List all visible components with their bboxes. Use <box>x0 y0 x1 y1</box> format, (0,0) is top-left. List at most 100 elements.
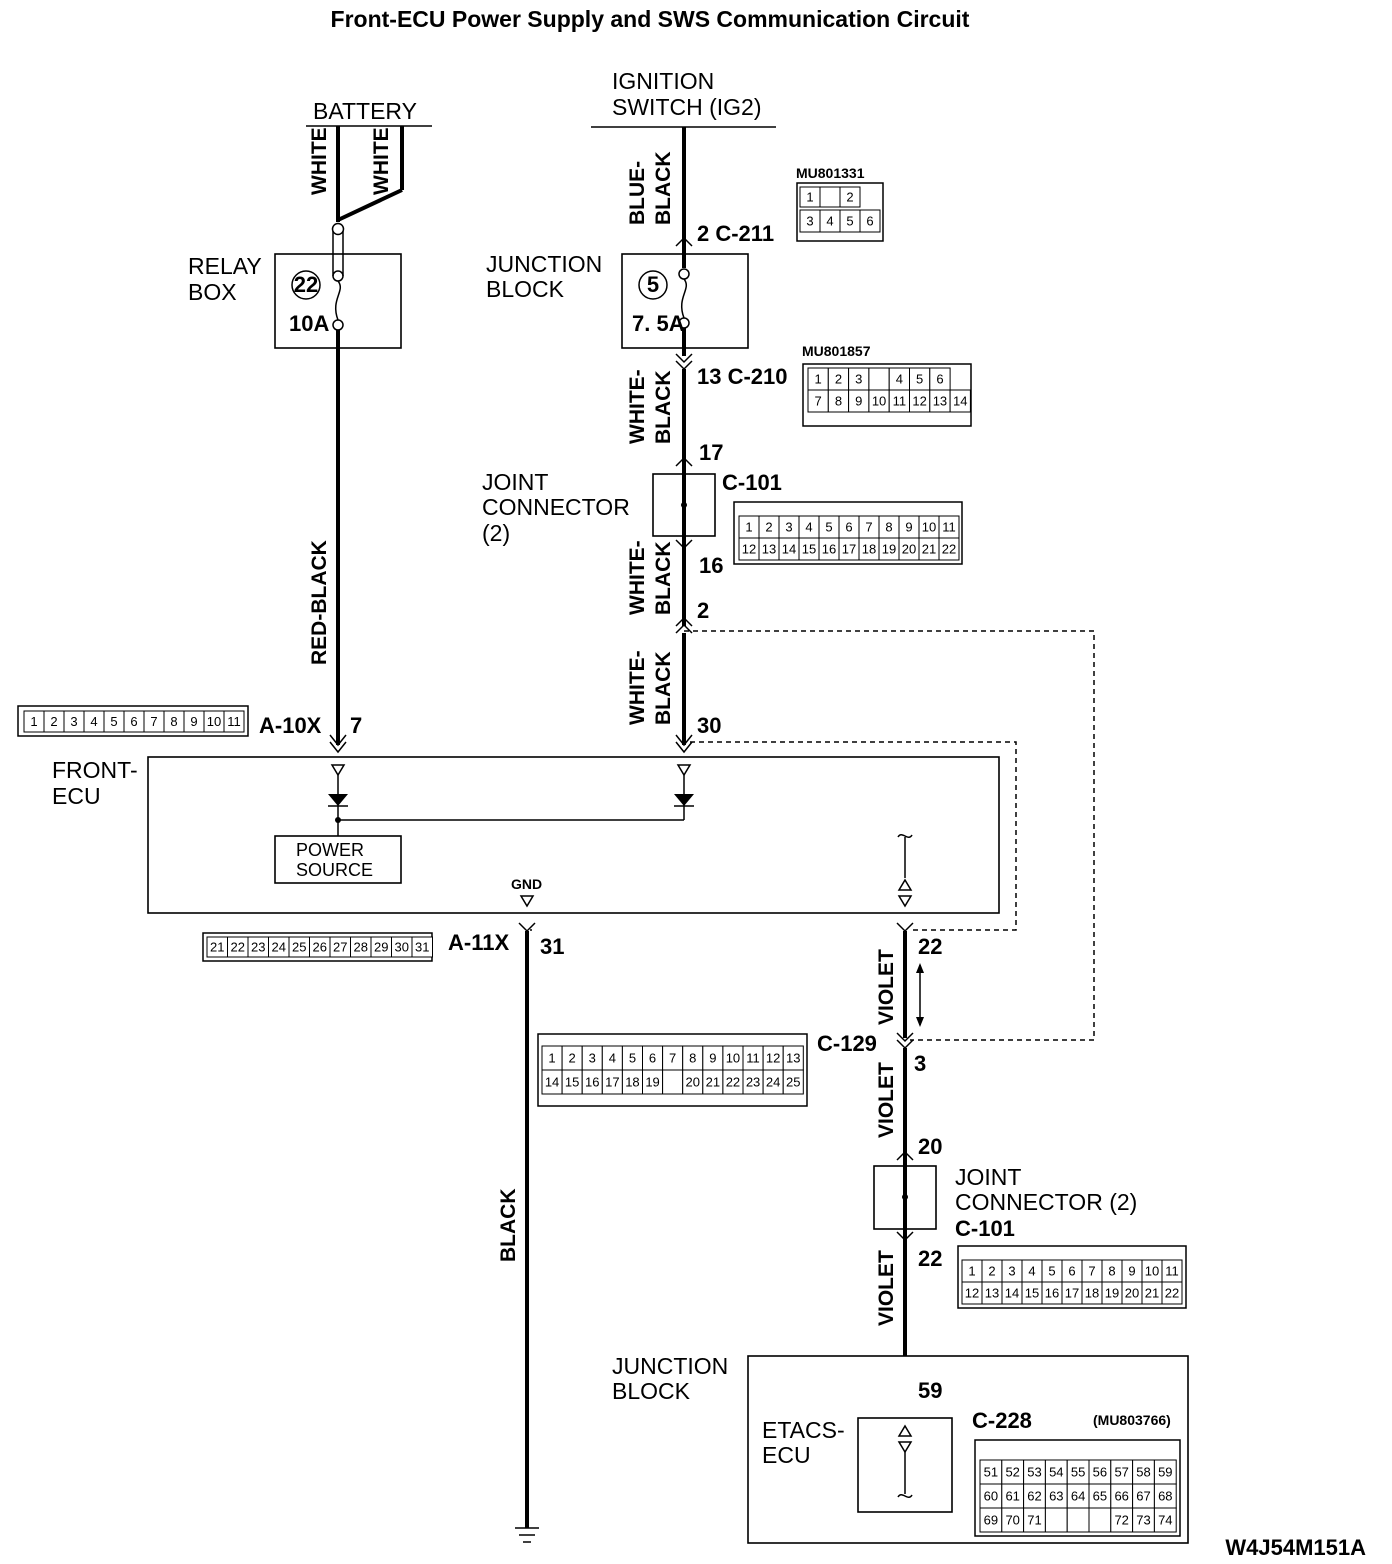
connector-pin-number: 19 <box>882 542 896 557</box>
junction-block-label-2: BLOCK <box>486 276 565 302</box>
connector-pin-number: 70 <box>1005 1513 1019 1528</box>
connector-pin-number: 16 <box>1045 1286 1059 1301</box>
svg-text:MU801857: MU801857 <box>802 343 871 359</box>
connector-pin-number: 2 <box>765 520 772 535</box>
pin-31: 31 <box>540 934 564 959</box>
connector-pin-number: 28 <box>354 940 368 955</box>
etacs-label-1: ETACS- <box>762 1417 845 1443</box>
connector-pin-number: 9 <box>709 1051 716 1066</box>
connector-pin-number: 6 <box>845 520 852 535</box>
red-black-label: RED-BLACK <box>308 540 331 665</box>
junction-fuse-badge <box>638 270 668 300</box>
connector-pin-number: 5 <box>110 714 117 729</box>
connector-pin-number: 64 <box>1071 1489 1085 1504</box>
connector-pin-number: 6 <box>866 214 873 229</box>
connector-pin-number: 22 <box>726 1075 740 1090</box>
gnd-triangle-icon <box>519 895 535 908</box>
junction-fuse-rating: 7. 5A <box>632 311 685 336</box>
connector-pin-number: 7 <box>150 714 157 729</box>
connector-cell <box>1153 1507 1177 1533</box>
connector-pin-number: 6 <box>1068 1264 1075 1279</box>
connector-pin-number: 25 <box>786 1075 800 1090</box>
junction-block-label-1: JUNCTION <box>486 251 602 277</box>
connector-pin-number: 67 <box>1136 1489 1150 1504</box>
front-ecu-box <box>147 756 1000 914</box>
connector-pin-number: 4 <box>805 520 812 535</box>
connector-pin-number: 21 <box>1145 1286 1159 1301</box>
connector-pin-number: 17 <box>842 542 856 557</box>
connector-pin-number: 10 <box>1145 1264 1159 1279</box>
wb2-label-2: BLACK <box>652 542 675 616</box>
pin-7: 7 <box>350 713 362 738</box>
joint-connector-top-1: JOINT <box>482 469 548 495</box>
connector-pin-number: 5 <box>629 1051 636 1066</box>
shield-dash-outer <box>684 630 1095 1041</box>
connector-cell <box>938 537 960 561</box>
front-ecu-label-2: ECU <box>52 783 101 809</box>
connector-pin-number: 3 <box>785 520 792 535</box>
connector-pin-number: 16 <box>822 542 836 557</box>
connector-pin-number: 21 <box>922 542 936 557</box>
connector-pin-number: 4 <box>896 372 903 387</box>
connector-pin-number: 1 <box>30 714 37 729</box>
comm-break-icon <box>897 833 913 839</box>
front-ecu-label-1: FRONT- <box>52 757 138 783</box>
junction-block-bot-2: BLOCK <box>612 1378 691 1404</box>
fuse-terminal-icon <box>331 222 345 236</box>
connector-pin-number: 16 <box>585 1075 599 1090</box>
battery-label: BATTERY <box>313 98 417 124</box>
connector-pin-number: 27 <box>333 940 347 955</box>
c101-bot-label: C-101 <box>955 1216 1015 1241</box>
connector-pin-number: 24 <box>272 940 286 955</box>
connector-pin-number: 30 <box>395 940 409 955</box>
connector-pin-number: 6 <box>649 1051 656 1066</box>
bidirectional-icon <box>897 878 913 891</box>
a10x-label: A-10X <box>259 713 322 738</box>
connector-pin-number: 20 <box>1125 1286 1139 1301</box>
connector-pin-number: 8 <box>885 520 892 535</box>
connector-cell <box>782 1069 804 1095</box>
connector-pin-number: 7 <box>865 520 872 535</box>
connector-pin-number: 9 <box>905 520 912 535</box>
power-source-label-2: SOURCE <box>296 860 373 880</box>
connector-pin-number: 11 <box>942 520 956 535</box>
connector-pin-number: 24 <box>766 1075 780 1090</box>
connector-pin-number: 1 <box>968 1264 975 1279</box>
connector-pin-number: 60 <box>984 1489 998 1504</box>
connector-pin-number: 15 <box>1025 1286 1039 1301</box>
diode-icon <box>328 794 348 806</box>
connector-pin-number: 4 <box>826 214 833 229</box>
connector-pin-number: 10 <box>872 394 886 409</box>
connector-pin-number: 14 <box>782 542 796 557</box>
connector-pin-number: 55 <box>1071 1465 1085 1480</box>
connector-pin-number: 18 <box>625 1075 639 1090</box>
connector-pin-number: 21 <box>706 1075 720 1090</box>
connector-pin-number: 72 <box>1114 1513 1128 1528</box>
relay-box-label-1: RELAY <box>188 253 262 279</box>
joint-connector-bot-2: CONNECTOR (2) <box>955 1189 1137 1215</box>
connector-pin-number: 51 <box>984 1465 998 1480</box>
battery-wire1-label: WHITE <box>308 127 331 195</box>
connector-pin-number: 14 <box>953 394 967 409</box>
blue-black-label-1: BLUE- <box>626 161 649 225</box>
power-source-label-1: POWER <box>296 840 364 860</box>
connector-cell <box>949 389 971 413</box>
svg-text:MU801331: MU801331 <box>796 165 865 181</box>
connector-pin-number: 7 <box>815 394 822 409</box>
connector-pin-number: 17 <box>605 1075 619 1090</box>
connector-pin-number: 63 <box>1049 1489 1063 1504</box>
connector-pin-number: 9 <box>1128 1264 1135 1279</box>
battery-wire-b-diagonal <box>337 188 403 222</box>
violet3-label: VIOLET <box>875 1250 898 1326</box>
a11x-label: A-11X <box>448 930 509 955</box>
pin-22a: 22 <box>918 934 942 959</box>
connector-cell <box>859 209 881 233</box>
connector-pin-number: 14 <box>545 1075 559 1090</box>
connector-pin-number: 19 <box>645 1075 659 1090</box>
